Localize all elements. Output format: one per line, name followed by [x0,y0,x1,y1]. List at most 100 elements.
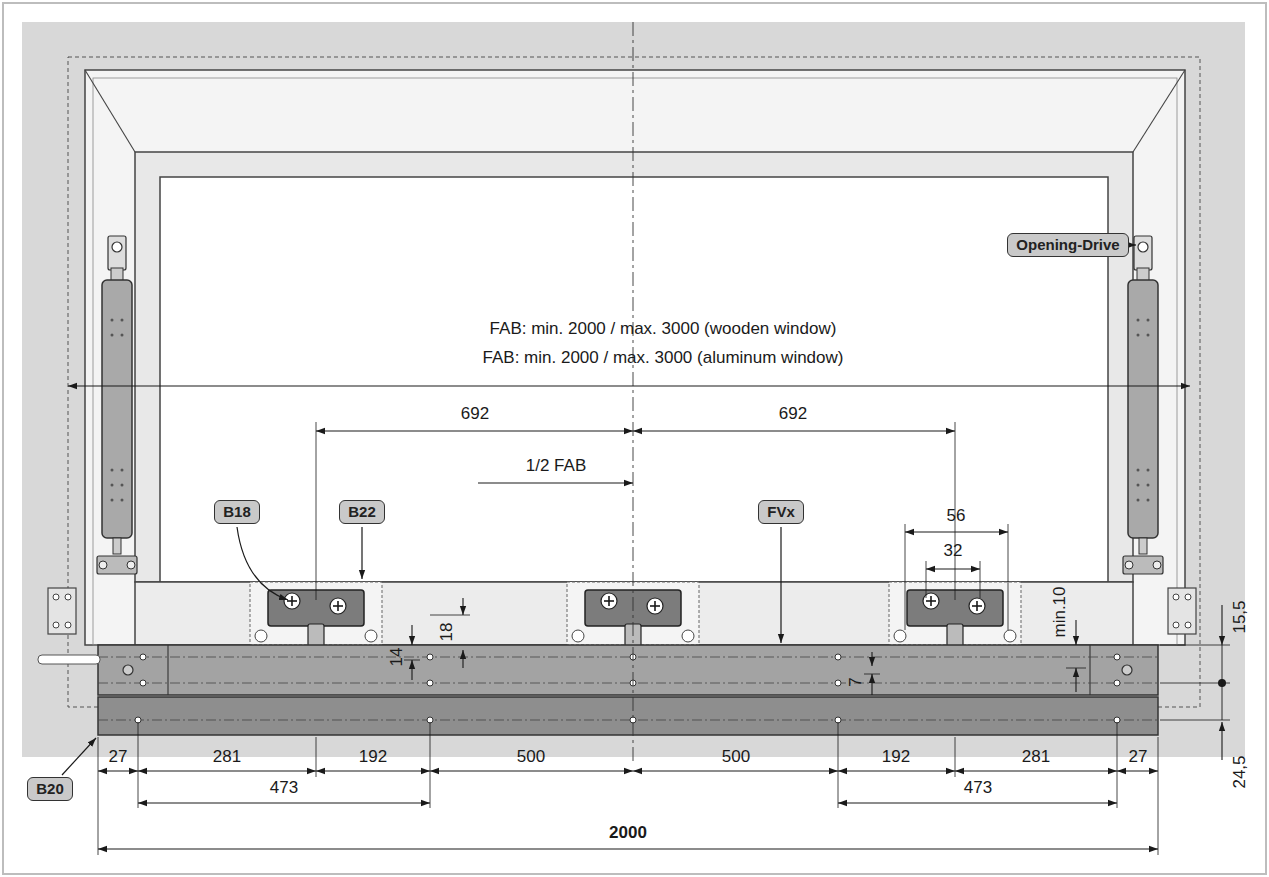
extension-line [1066,668,1086,669]
drive-dot [111,499,114,502]
dimension-line [462,598,463,615]
hole [835,680,841,686]
hole [1114,654,1120,660]
sash [135,152,1133,582]
dimension-label: 27 [1128,748,1149,766]
dimension-line [871,652,872,666]
drive-clevis [108,236,126,270]
screw [647,598,663,614]
dimension-line [1221,605,1222,645]
screw-cross [976,601,978,611]
extension-line [98,737,99,855]
profile-edge [167,645,168,695]
profile-b20 [98,697,1158,735]
dimension-label: 692 [460,405,490,423]
window-frame [93,78,1177,645]
dimension-label: 1/2 FAB [525,457,587,475]
dimension-line [411,625,412,645]
dimension-label: 500 [516,748,546,766]
dimension-line [478,482,633,483]
dimension-line [462,650,463,668]
screw [923,593,939,609]
dimension-line [1075,668,1076,692]
extension-line [838,722,839,808]
callout-box: B22 [339,500,385,524]
extension-line [926,561,927,598]
dimension-label: FAB: min. 2000 / max. 3000 (wooden windo… [489,320,838,338]
drive-dot [1147,499,1150,502]
extension-line [1158,737,1159,855]
axis-line [98,720,1158,721]
drive-dot [111,334,114,337]
extension-line [404,660,420,661]
dimension-label: 281 [1021,748,1051,766]
window-frame [85,70,1185,645]
hole [427,654,433,660]
drive-mount [97,556,137,574]
callout-box: FVx [758,500,804,524]
screw-cross [654,601,656,611]
dimension-line [838,770,955,771]
dimension-label: 692 [778,405,808,423]
screw [682,630,694,642]
drive-dot [1137,484,1140,487]
dimension-label: 192 [881,748,911,766]
drive-dot [1147,484,1150,487]
dimension-line [955,770,1117,771]
dimension-line [1221,722,1222,760]
dimension-line [838,802,1117,803]
leader-line [780,527,781,643]
hole [427,680,433,686]
extension-line [1160,645,1230,646]
frame-miter [85,70,135,152]
drive-dot [1147,469,1150,472]
drive-dot [121,499,124,502]
drive-dot [121,319,124,322]
dimension-label: 15,5 [1231,599,1249,634]
dimension-line [633,430,955,431]
dimension-label: 32 [943,542,964,560]
drive-dot [1147,319,1150,322]
callout-box: B20 [27,777,73,801]
screw [330,598,346,614]
drive-piston [113,538,121,554]
drive-dot [1137,334,1140,337]
drive-clevis [1134,236,1152,270]
dimension-label: 14 [388,647,406,668]
drive-body [1128,280,1158,538]
dimension-label: 18 [438,622,456,643]
dimension-line [138,802,430,803]
extension-line [430,615,470,616]
glass [160,177,1108,582]
extension-line [316,422,317,600]
dimension-label: 27 [108,748,129,766]
dimension-line [871,674,872,695]
extension-line [905,524,906,630]
extension-line [864,674,880,675]
drive-nut [1125,561,1133,569]
callout-text: B18 [223,503,251,521]
drive-hole [112,242,122,252]
drive-dot [1137,319,1140,322]
axis-line [98,657,1158,658]
screw [1004,630,1016,642]
drive-dot [1147,334,1150,337]
drive-mount [1123,556,1163,574]
page-border [3,3,1266,874]
hole [1185,594,1191,600]
screw-cross [337,601,339,611]
profile-edge [1089,645,1090,695]
dimension-line [926,568,980,569]
dimension-label: 2000 [608,824,648,842]
drive-dot [111,469,114,472]
dimension-label: 192 [358,748,388,766]
screw [255,630,267,642]
dimension-line [411,660,412,680]
extension-line [1160,720,1230,721]
drive-nut [1153,561,1161,569]
side-bracket [48,588,76,634]
dimension-label: 473 [269,779,299,797]
drive-dot [111,319,114,322]
